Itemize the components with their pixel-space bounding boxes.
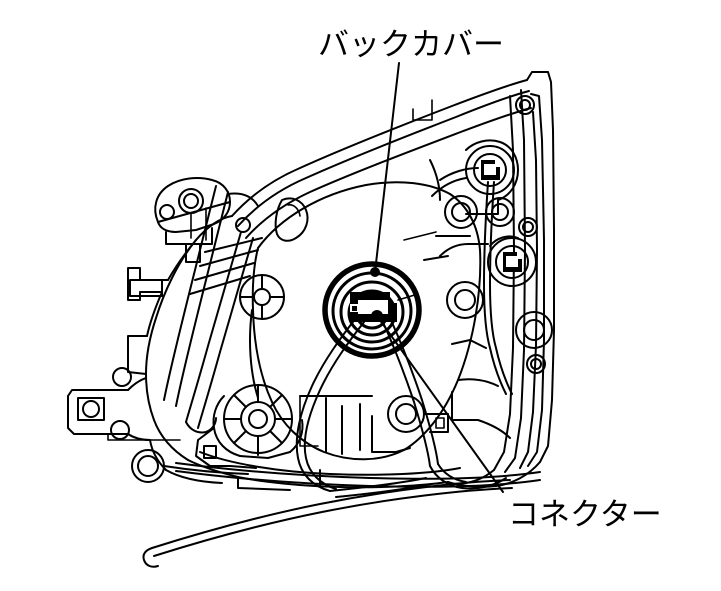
- misc-detail-strokes: [237, 159, 441, 491]
- callout-label-connector: コネクター: [508, 497, 662, 533]
- bulb-socket-back-cover: [322, 261, 422, 359]
- callout-label-back-cover: バックカバー: [318, 27, 504, 63]
- callout-leaders: [370, 62, 504, 493]
- bottom-internal-fins: [299, 395, 449, 455]
- right-side-bosses: [423, 95, 553, 439]
- aim-adjuster-gear: [239, 274, 285, 320]
- leader-line-connector: [376, 315, 504, 493]
- left-housing-wall: [67, 239, 249, 484]
- diagonal-reinforcement-ribs: [163, 185, 263, 434]
- leader-dot-back-cover: [370, 267, 380, 277]
- leader-dot-connector: [371, 310, 383, 322]
- leader-line-back-cover: [374, 62, 400, 273]
- upper-left-mount-bracket: [154, 177, 259, 263]
- bottom-ribbed-mount-boss: [195, 384, 304, 469]
